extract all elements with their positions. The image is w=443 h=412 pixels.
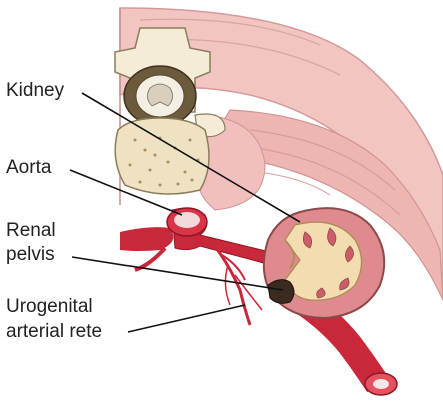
kidney xyxy=(264,208,384,318)
urogenital-rete-label-line2: arterial rete xyxy=(6,320,102,343)
kidney-label: Kidney xyxy=(6,79,64,102)
aorta-label: Aorta xyxy=(6,156,51,179)
renal-pelvis-label-line2: pelvis xyxy=(6,243,55,266)
renal-pelvis-label-line1: Renal xyxy=(6,219,56,242)
urogenital-rete-label-line1: Urogenital xyxy=(6,295,93,318)
